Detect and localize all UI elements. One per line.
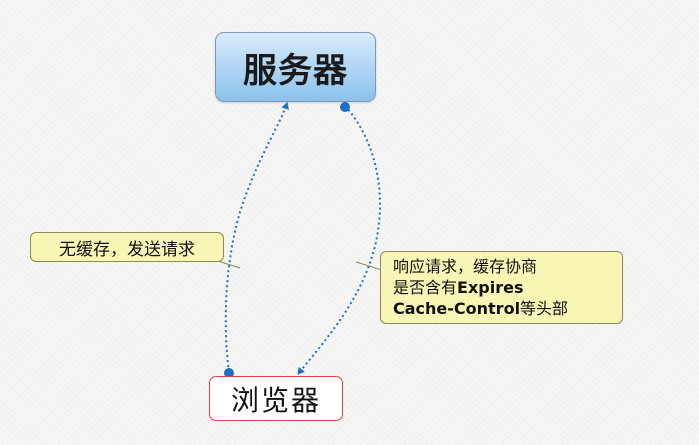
server-node-label: 服务器	[243, 50, 348, 91]
response-callout-cache-control-keyword: Cache-Control	[393, 299, 521, 318]
response-connector-start-dot	[340, 102, 350, 112]
response-callout-line-3-suffix: 等头部	[520, 299, 569, 318]
response-callout[interactable]: 响应请求，缓存协商 是否含有Expires Cache-Control等头部	[380, 251, 623, 324]
request-callout[interactable]: 无缓存，发送请求	[30, 232, 224, 262]
response-connector[interactable]	[297, 105, 381, 375]
request-connector-start-dot	[224, 368, 234, 378]
request-callout-text: 无缓存，发送请求	[59, 239, 195, 260]
response-callout-line-1-text: 响应请求，缓存协商	[393, 257, 538, 276]
response-callout-line-2: 是否含有Expires	[393, 277, 610, 298]
response-callout-line-2-prefix: 是否含有	[393, 278, 458, 297]
response-callout-leader	[355, 261, 383, 271]
response-callout-line-3: Cache-Control等头部	[393, 298, 610, 319]
browser-node[interactable]: 浏览器	[209, 376, 343, 421]
response-callout-expires-keyword: Expires	[457, 278, 524, 297]
browser-node-label: 浏览器	[230, 383, 321, 417]
server-node[interactable]: 服务器	[215, 32, 376, 102]
request-connector[interactable]	[224, 102, 289, 373]
response-callout-line-1: 响应请求，缓存协商	[393, 256, 610, 277]
